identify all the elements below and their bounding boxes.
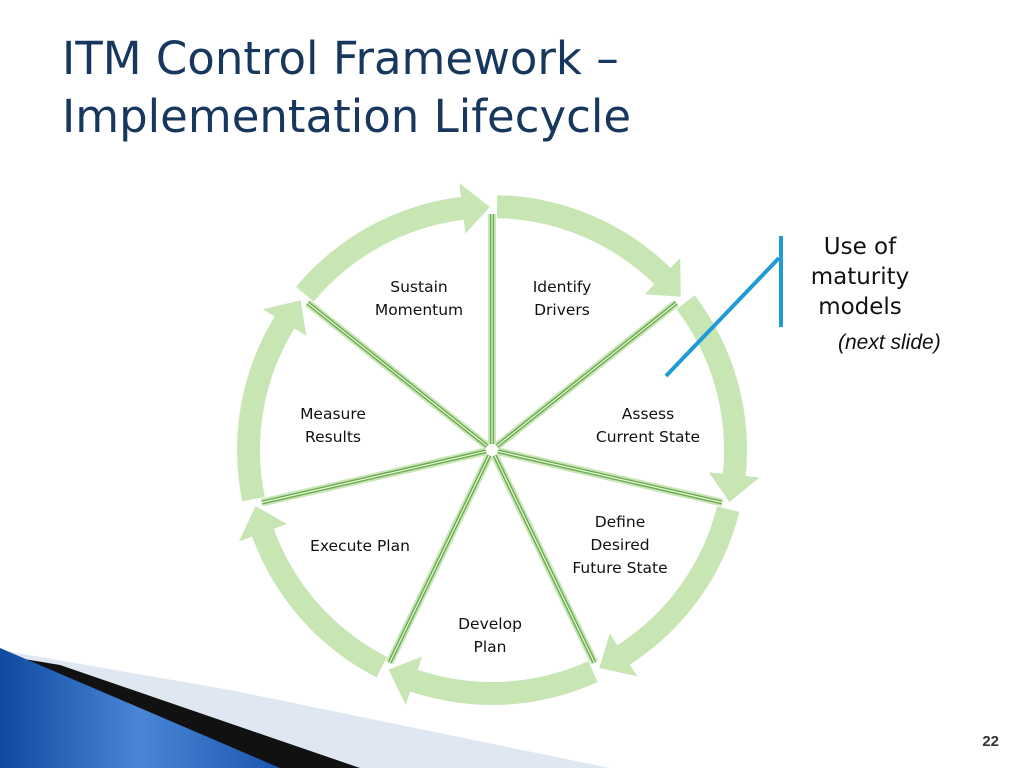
callout-text: Use of maturity models xyxy=(790,232,930,322)
cycle-spoke-edge xyxy=(389,455,490,663)
cycle-arc-arrow xyxy=(237,300,307,502)
segment-label-develop-plan: Develop Plan xyxy=(420,613,560,659)
cycle-arc-arrow xyxy=(239,506,387,678)
segment-label-assess-current-state: Assess Current State xyxy=(578,403,718,449)
slide-number: 22 xyxy=(982,733,999,750)
cycle-spoke-edge xyxy=(307,302,488,447)
segment-label-line: Measure xyxy=(300,405,366,423)
segment-label-measure-results: Measure Results xyxy=(263,403,403,449)
cycle-arc-arrow xyxy=(599,506,740,677)
segment-label-line: Future State xyxy=(572,559,668,577)
segment-label-line: Momentum xyxy=(374,301,464,319)
cycle-spoke-edge xyxy=(494,455,595,663)
segment-label-line: Current State xyxy=(595,428,701,446)
cycle-spokes xyxy=(261,214,723,665)
cycle-ring xyxy=(237,183,760,705)
segment-label-line: Execute Plan xyxy=(310,537,410,555)
segment-label-line: Drivers xyxy=(534,301,590,319)
segment-label-line: Desired xyxy=(590,536,650,554)
segment-label-sustain-momentum: Sustain Momentum xyxy=(349,276,489,322)
callout-bracket xyxy=(664,236,783,378)
segment-label-line: Identify xyxy=(532,278,592,296)
segment-label-line: Develop xyxy=(458,615,522,633)
segment-label-define-desired-future-state: Define Desired Future State xyxy=(550,511,690,580)
segment-label-identify-drivers: Identify Drivers xyxy=(492,276,632,322)
segment-label-line: Define xyxy=(594,513,646,531)
slide-title: ITM Control Framework – Implementation L… xyxy=(62,30,822,146)
segment-label-line: Assess xyxy=(621,405,675,423)
slide-title-line-1: ITM Control Framework – xyxy=(62,32,619,85)
cycle-arc-arrow xyxy=(496,195,681,297)
segment-label-line: Plan xyxy=(473,638,507,656)
segment-label-line: Sustain xyxy=(390,278,448,296)
cycle-arc-arrow xyxy=(676,295,760,502)
cycle-spoke-edge xyxy=(497,450,723,504)
callout-line: Use of xyxy=(823,234,897,260)
cycle-arc-arrow xyxy=(388,656,598,705)
cycle-spoke-edge xyxy=(496,302,677,447)
callout-line: maturity xyxy=(810,264,910,290)
wave-black-band xyxy=(0,655,360,768)
bracket-connector-line xyxy=(664,256,781,378)
callout-subtext: (next slide) xyxy=(838,331,941,354)
slide-title-line-2: Implementation Lifecycle xyxy=(62,90,632,143)
segment-label-execute-plan: Execute Plan xyxy=(290,535,430,558)
cycle-spoke-edge xyxy=(261,450,487,504)
cycle-arc-arrow xyxy=(296,183,490,302)
decorative-wave xyxy=(0,648,610,768)
wave-blue-band xyxy=(0,648,280,768)
callout-line: models xyxy=(818,294,902,320)
segment-label-line: Results xyxy=(305,428,361,446)
